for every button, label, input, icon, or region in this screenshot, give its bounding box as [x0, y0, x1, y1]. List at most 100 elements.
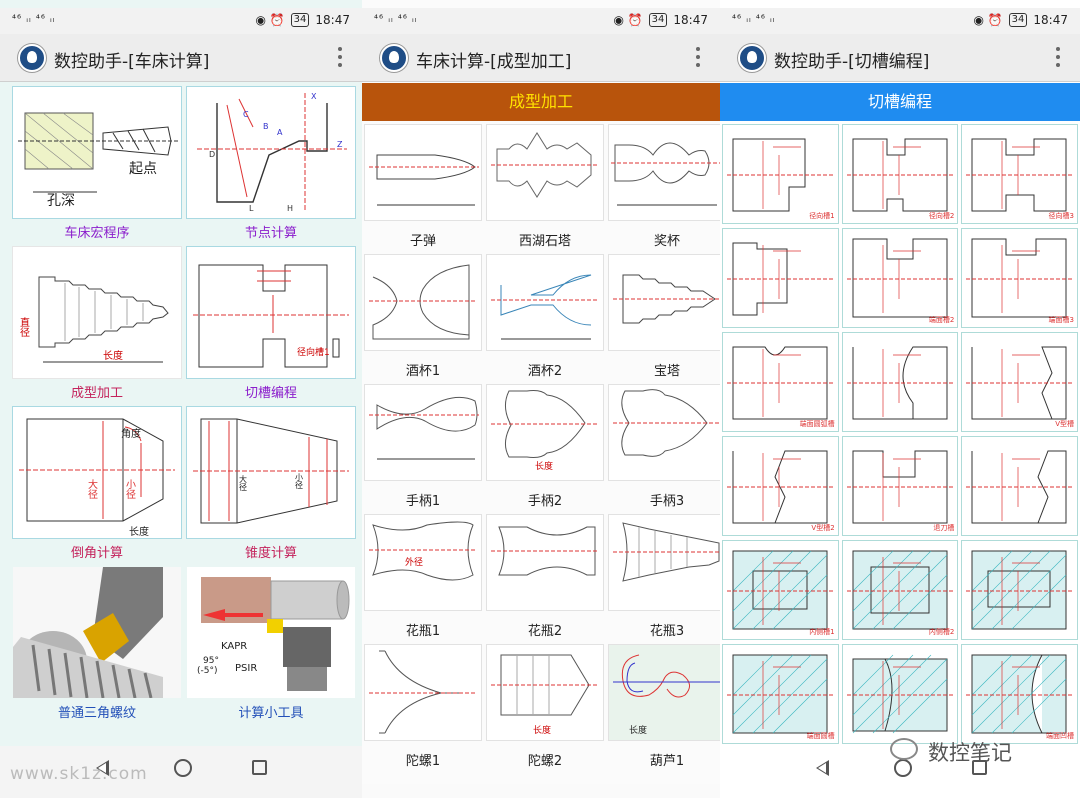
- back-icon[interactable]: [816, 760, 829, 776]
- shape-item[interactable]: 手柄1: [364, 384, 482, 514]
- svg-text:KAPR: KAPR: [221, 641, 247, 652]
- item-node-calc[interactable]: X Z L H D B C A 节点计算: [186, 86, 356, 246]
- groove-item[interactable]: 端面槽3: [961, 228, 1078, 328]
- shape-item[interactable]: 奖杯: [608, 124, 720, 254]
- item-form-machining[interactable]: 直径 长度 成型加工: [12, 246, 182, 406]
- groove-caption: 端面圆槽: [806, 732, 835, 740]
- groove-item[interactable]: V型槽2: [722, 436, 839, 536]
- app-bar: 数控助手-[车床计算]: [0, 34, 362, 82]
- shape-item[interactable]: 外径花瓶1: [364, 514, 482, 644]
- taper-diagram: 大径 小径: [186, 406, 356, 539]
- groove-diagram: [966, 450, 1075, 524]
- svg-text:长度: 长度: [103, 349, 123, 362]
- svg-text:直径: 直径: [18, 316, 30, 337]
- groove-item[interactable]: 退刀槽: [841, 436, 959, 536]
- pagoda-diagram: 直径 长度: [12, 246, 182, 379]
- groove-item[interactable]: [841, 332, 959, 432]
- feature-grid: 孔深 起点 车床宏程序 X Z L H D B: [12, 86, 356, 726]
- groove-diagram: [727, 654, 835, 734]
- home-icon[interactable]: [174, 759, 192, 777]
- groove-diagram: 径向槽1: [186, 246, 356, 379]
- svg-text:大径: 大径: [86, 478, 98, 499]
- svg-text:长度: 长度: [533, 724, 551, 736]
- groove-item[interactable]: [841, 644, 959, 744]
- overflow-menu-icon[interactable]: [696, 47, 700, 67]
- shape-label: 宝塔: [653, 364, 680, 379]
- svg-text:Z: Z: [337, 140, 343, 149]
- recent-apps-icon[interactable]: [972, 760, 987, 775]
- item-label: 成型加工: [70, 386, 123, 401]
- groove-item[interactable]: [961, 436, 1078, 536]
- shape-item[interactable]: 宝塔: [608, 254, 720, 384]
- shape-item[interactable]: 酒杯2: [486, 254, 604, 384]
- item-grooving[interactable]: 径向槽1 切槽编程: [186, 246, 356, 406]
- stone-tower-diagram: [486, 124, 604, 221]
- shape-label: 西湖石塔: [518, 234, 571, 249]
- groove-item[interactable]: 径向槽1: [722, 124, 839, 224]
- groove-item[interactable]: 端面槽2: [841, 228, 959, 328]
- alarm-icon: ◉ ⏰: [973, 13, 1003, 27]
- shape-item[interactable]: 酒杯1: [364, 254, 482, 384]
- groove-item[interactable]: 径向槽2: [841, 124, 959, 224]
- item-lathe-macro[interactable]: 孔深 起点 车床宏程序: [12, 86, 182, 246]
- shape-label: 酒杯2: [527, 364, 563, 379]
- shape-item[interactable]: 花瓶2: [486, 514, 604, 644]
- shape-item[interactable]: 长度手柄2: [486, 384, 604, 514]
- groove-item[interactable]: 端面圆弧槽: [722, 332, 839, 432]
- groove-item[interactable]: 径向槽3: [961, 124, 1078, 224]
- shape-item[interactable]: 长度陀螺2: [486, 644, 604, 774]
- item-tools[interactable]: KAPR 95° (-5°) PSIR 计算小工具: [186, 566, 356, 726]
- app-logo-icon: [18, 44, 46, 72]
- wine-glass1-diagram: [364, 254, 482, 351]
- shape-item[interactable]: 陀螺1: [364, 644, 482, 774]
- battery-icon: 34: [1008, 13, 1028, 27]
- groove-item[interactable]: 端面凹槽: [961, 644, 1078, 744]
- overflow-menu-icon[interactable]: [1056, 47, 1060, 67]
- svg-text:外径: 外径: [405, 556, 423, 568]
- shape-label: 手柄3: [649, 494, 685, 509]
- item-taper[interactable]: 大径 小径 锥度计算: [186, 406, 356, 566]
- section-banner: 成型加工: [362, 83, 720, 121]
- back-icon[interactable]: [96, 760, 109, 776]
- site-watermark: www.sk1z.com: [10, 764, 148, 784]
- shape-item[interactable]: 手柄3: [608, 384, 720, 514]
- bullet-diagram: [364, 124, 482, 221]
- groove-item[interactable]: 内侧槽2: [841, 540, 959, 640]
- svg-text:A: A: [277, 128, 283, 137]
- svg-text:长度: 长度: [535, 460, 553, 472]
- item-chamfer[interactable]: 角度 大径 小径 长度 倒角计算: [12, 406, 182, 566]
- groove-caption: 端面凹槽: [1045, 732, 1074, 740]
- groove-item[interactable]: [722, 228, 839, 328]
- item-label: 倒角计算: [70, 546, 123, 561]
- shape-label: 陀螺2: [527, 754, 563, 769]
- page-title: 数控助手-[车床计算]: [54, 52, 210, 72]
- shape-label: 陀螺1: [405, 754, 441, 769]
- top1-diagram: [364, 644, 482, 741]
- groove-item[interactable]: 端面圆槽: [722, 644, 839, 744]
- shape-item[interactable]: 长度葫芦1: [608, 644, 720, 774]
- vase2-diagram: [486, 514, 604, 611]
- groove-caption: 端面槽3: [1048, 316, 1074, 324]
- wechat-watermark: 数控笔记: [888, 733, 1058, 769]
- groove-item[interactable]: V型槽: [961, 332, 1078, 432]
- shape-label: 花瓶1: [405, 624, 441, 639]
- item-label: 计算小工具: [238, 706, 304, 721]
- chamfer-diagram: 角度 大径 小径 长度: [12, 406, 182, 539]
- svg-text:95°: 95°: [203, 656, 219, 666]
- shape-item[interactable]: 西湖石塔: [486, 124, 604, 254]
- groove-diagram: [846, 138, 955, 212]
- shape-item[interactable]: 花瓶3: [608, 514, 720, 644]
- groove-item[interactable]: 内侧槽1: [722, 540, 839, 640]
- start-point-text: 起点: [129, 161, 157, 177]
- home-icon[interactable]: [894, 759, 912, 777]
- groove-diagram: [846, 550, 955, 630]
- recent-apps-icon[interactable]: [252, 760, 267, 775]
- clock: 18:47: [1033, 13, 1068, 27]
- overflow-menu-icon[interactable]: [338, 47, 342, 67]
- groove-item[interactable]: [961, 540, 1078, 640]
- groove-diagram: [966, 346, 1075, 420]
- app-bar: 车床计算-[成型加工]: [362, 34, 720, 82]
- shape-grid: 子弹 西湖石塔 奖杯 酒杯1 酒杯2 宝塔 手柄1 长度手柄2 手柄3 外径花瓶…: [364, 124, 720, 774]
- item-thread[interactable]: 普通三角螺纹: [12, 566, 182, 726]
- shape-item[interactable]: 子弹: [364, 124, 482, 254]
